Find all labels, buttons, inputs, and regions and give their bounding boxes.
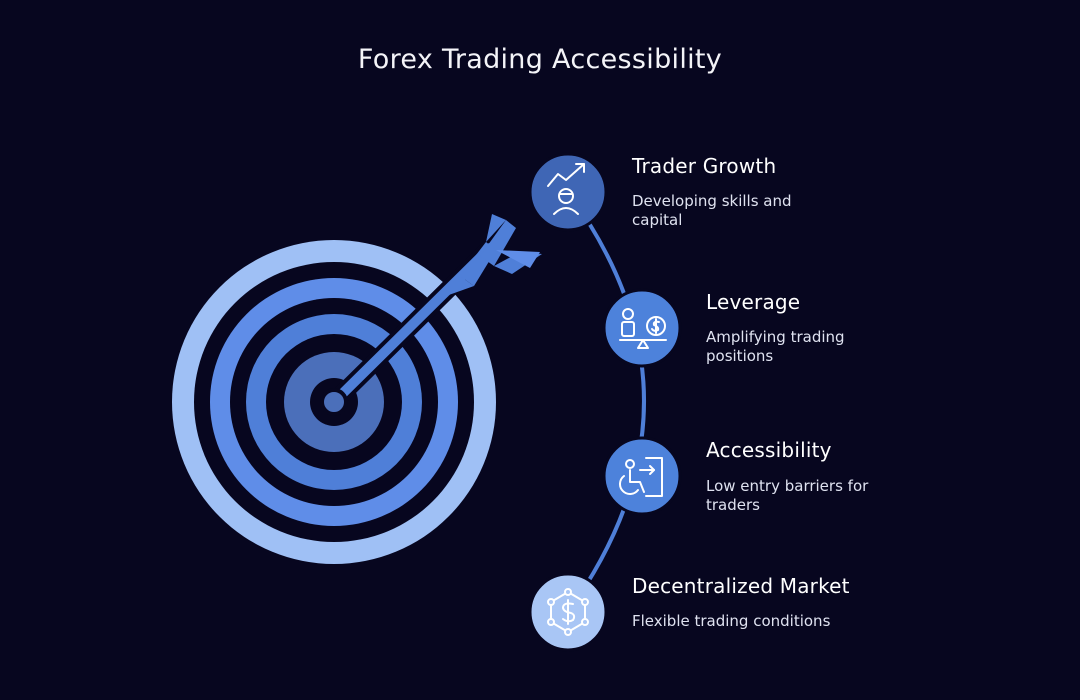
item-title-accessibility: Accessibility [706, 438, 832, 462]
balance-scale-icon [619, 308, 667, 349]
node-accessibility [602, 436, 682, 516]
item-desc-trader-growth: Developing skills and capital [632, 192, 792, 229]
item-title-leverage: Leverage [706, 290, 801, 314]
item-title-decentralized-market: Decentralized Market [632, 574, 850, 598]
growth-person-icon [547, 163, 585, 215]
network-dollar-icon [547, 588, 589, 636]
item-desc-decentralized-market: Flexible trading conditions [632, 612, 831, 630]
arrow-icon [320, 214, 542, 416]
node-decentralized-market [528, 572, 608, 652]
node-leverage [602, 288, 682, 368]
connector-arc [566, 190, 646, 614]
item-desc-leverage: Amplifying trading positions [706, 328, 845, 365]
wheelchair-entry-icon [619, 457, 663, 497]
item-title-trader-growth: Trader Growth [632, 154, 777, 178]
node-trader-growth [528, 152, 608, 232]
diagram-title: Forex Trading Accessibility [357, 44, 723, 75]
item-desc-accessibility: Low entry barriers for traders [706, 477, 869, 514]
